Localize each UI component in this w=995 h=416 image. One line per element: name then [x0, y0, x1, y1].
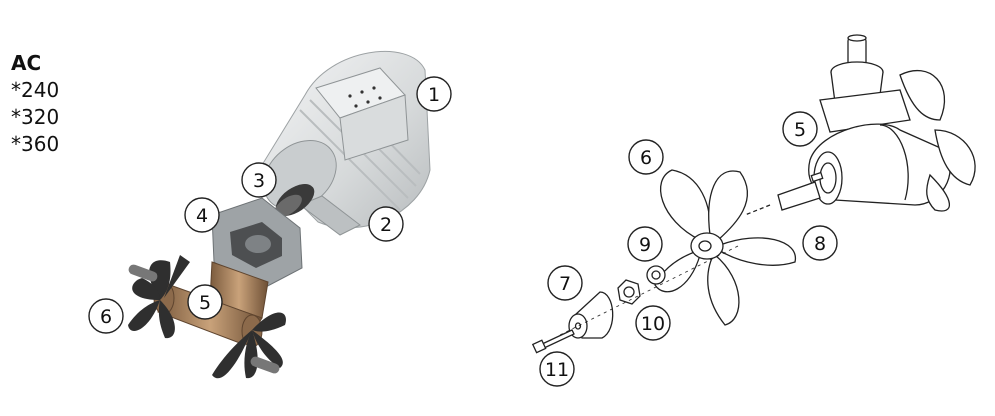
motor-assembly: [128, 51, 431, 379]
exploded-propeller: [654, 169, 796, 326]
svg-text:6: 6: [100, 306, 112, 328]
propeller-right: [212, 312, 286, 379]
motor-bracket: [211, 197, 303, 291]
svg-text:6: 6: [640, 147, 652, 169]
model-item-320: *320: [11, 105, 60, 129]
svg-text:7: 7: [559, 273, 571, 295]
callout-right-8: 8: [802, 225, 838, 261]
svg-text:4: 4: [196, 205, 208, 227]
svg-text:1: 1: [428, 84, 440, 106]
callout-left-1: 1: [416, 76, 452, 112]
model-list: AC *240 *320 *360: [11, 50, 59, 158]
callout-right-7: 7: [547, 265, 583, 301]
callout-left-5: 5: [187, 284, 223, 320]
svg-text:8: 8: [814, 233, 826, 255]
callout-right-6: 6: [628, 139, 664, 175]
model-item-240: *240: [11, 78, 60, 102]
callout-right-11: 11: [539, 351, 575, 387]
svg-text:11: 11: [545, 359, 569, 381]
svg-text:3: 3: [253, 170, 265, 192]
propeller-left: [128, 255, 190, 339]
callout-left-3: 3: [241, 162, 277, 198]
model-list-title: AC: [11, 51, 42, 75]
callout-right-10: 10: [635, 305, 671, 341]
svg-text:9: 9: [639, 234, 651, 256]
callout-right-5: 5: [782, 111, 818, 147]
svg-text:2: 2: [380, 214, 392, 236]
adapter-plate: [298, 195, 361, 236]
callout-left-2: 2: [368, 206, 404, 242]
electric-motor: [261, 51, 431, 229]
coupling: [274, 184, 315, 218]
svg-text:5: 5: [199, 292, 211, 314]
callout-right-9: 9: [627, 226, 663, 262]
exploded-view: [531, 34, 976, 354]
model-item-360: *360: [11, 132, 60, 156]
callout-left-6: 6: [88, 298, 124, 334]
svg-text:5: 5: [794, 119, 806, 141]
svg-text:10: 10: [641, 313, 665, 335]
callout-left-4: 4: [184, 197, 220, 233]
